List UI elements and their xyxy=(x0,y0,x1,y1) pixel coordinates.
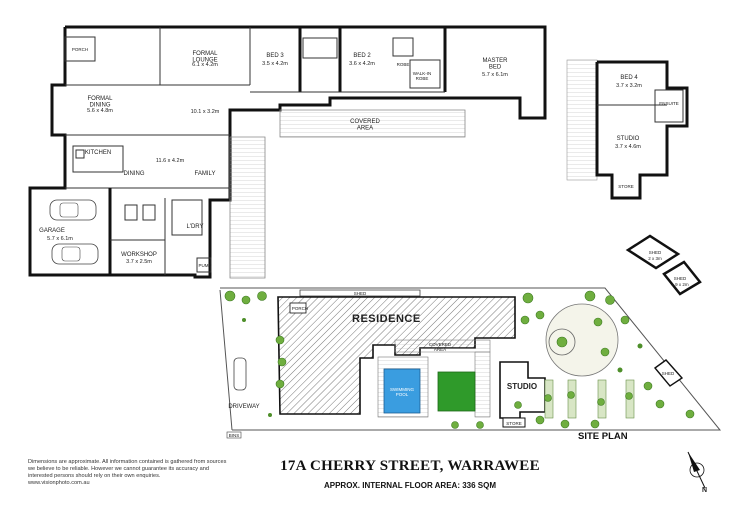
dining-label: DINING xyxy=(124,171,145,177)
shed1-dim: 2 x 3m xyxy=(648,256,662,261)
disclaimer-text: Dimensions are approximate. All informat… xyxy=(28,459,227,479)
formal-dining-dim: 5.6 x 4.8m xyxy=(87,108,113,114)
shed2-dim: 1.9 x 2m xyxy=(671,282,689,287)
studio-floor-plan xyxy=(566,59,689,200)
family-dim: 11.6 x 4.2m xyxy=(156,158,185,164)
residence-footprint xyxy=(277,296,516,415)
property-address: 17A CHERRY STREET, WARRAWEE xyxy=(280,458,540,474)
kitchen-label: KITCHEN xyxy=(85,150,111,156)
kitchen-bench xyxy=(72,145,124,173)
formal-lounge-dim: 6.1 x 4.2m xyxy=(192,62,218,68)
site-trees xyxy=(224,290,695,429)
pump-room xyxy=(196,257,212,273)
porch-room xyxy=(64,36,96,62)
bed4-dim: 3.7 x 3.2m xyxy=(616,83,642,89)
workshop-label: WORKSHOP xyxy=(121,252,157,258)
lawn xyxy=(437,371,476,412)
master-bed-dim: 5.7 x 6.1m xyxy=(482,72,508,78)
covered-area-deck xyxy=(279,109,466,138)
disclaimer: Dimensions are approximate. All informat… xyxy=(28,459,228,487)
bed4-label: BED 4 xyxy=(620,75,638,81)
residence-label: RESIDENCE xyxy=(352,313,421,325)
family-label: FAMILY xyxy=(195,171,216,177)
workshop-dim: 3.7 x 2.5m xyxy=(126,259,152,265)
site-shed-label: SHED xyxy=(662,371,675,376)
driveway-label: DRIVEWAY xyxy=(228,404,259,410)
porch-label: PORCH xyxy=(72,47,88,52)
north-compass-icon xyxy=(687,451,706,489)
studio-ensuite-label: ENSUITE xyxy=(659,101,679,106)
garage-label: GARAGE xyxy=(39,228,65,234)
compass-north-label: N xyxy=(702,487,707,494)
site-store-label: STORE xyxy=(506,421,521,426)
laundry-room xyxy=(171,199,203,236)
studio-dim: 3.7 x 4.6m xyxy=(615,144,641,150)
floor-area: APPROX. INTERNAL FLOOR AREA: 336 SQM xyxy=(323,481,497,490)
bed2-label: BED 2 xyxy=(353,53,371,59)
bathroom xyxy=(302,37,338,59)
main-floor-plan xyxy=(28,25,547,279)
hall-dim: 10.1 x 3.2m xyxy=(191,109,220,115)
site-porch-label: PORCH xyxy=(292,306,308,311)
bins-label: BINS xyxy=(229,433,240,438)
bed2-dim: 3.6 x 4.2m xyxy=(349,61,375,67)
garage-car-2 xyxy=(51,243,99,265)
sheds-plan xyxy=(625,234,702,296)
studio-label: STUDIO xyxy=(617,136,640,142)
laundry-label: L'DRY xyxy=(186,224,203,230)
bed3-label: BED 3 xyxy=(266,53,284,59)
swimming-pool xyxy=(383,368,421,414)
pump-label: PUMP xyxy=(198,263,211,268)
shed1-label: SHED xyxy=(649,250,662,255)
site-shed-strip-label: SHED xyxy=(354,291,367,296)
website-url: www.visionphoto.com.au xyxy=(28,480,90,486)
garage-car-1 xyxy=(49,199,97,221)
bed3-dim: 3.5 x 4.2m xyxy=(262,61,288,67)
robe-label: ROBE xyxy=(397,62,410,67)
ensuite-room xyxy=(654,89,684,123)
site-plan-label: SITE PLAN xyxy=(578,431,628,442)
site-plan xyxy=(219,287,722,439)
site-studio-label: STUDIO xyxy=(507,382,537,391)
garage-dim: 5.7 x 6.1m xyxy=(47,236,73,242)
store-label: STORE xyxy=(618,184,633,189)
walk-in-robe xyxy=(409,59,441,89)
ensuite-bath xyxy=(392,37,414,57)
shed2-label: SHED xyxy=(674,276,687,281)
